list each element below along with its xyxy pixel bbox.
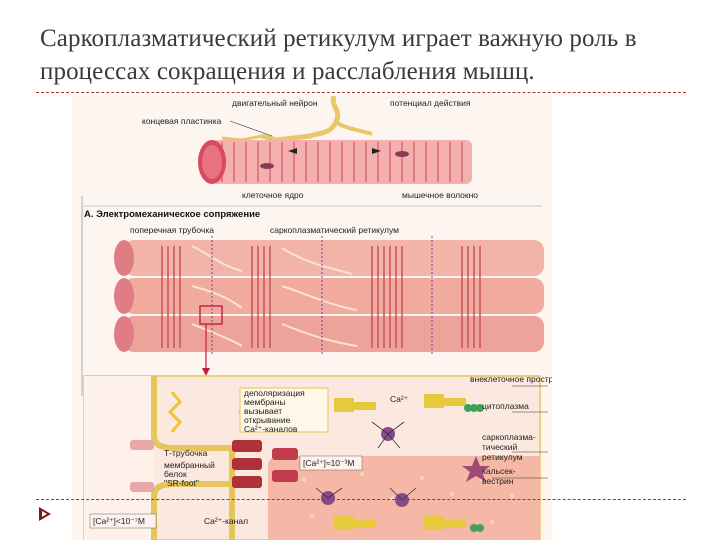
svg-text:белок: белок [164, 469, 187, 479]
svg-text:мембраны: мембраны [244, 397, 285, 407]
label-cell-nucleus: клеточное ядро [242, 190, 304, 200]
svg-text:ретикулум: ретикулум [482, 452, 523, 462]
svg-text:деполяризация: деполяризация [244, 388, 305, 398]
section-title: А. Электромеханическое сопряжение [84, 209, 260, 220]
svg-text:Ca²⁺-каналов: Ca²⁺-каналов [244, 424, 298, 434]
myofibril-bundle [114, 236, 544, 376]
label-end-plate: концевая пластинка [142, 116, 222, 126]
label-muscle-fiber: мышечное волокно [402, 190, 478, 200]
label-transverse-tubule: поперечная трубочка [130, 225, 214, 235]
svg-text:вызывает: вызывает [244, 406, 282, 416]
label-membrane-protein: мембранный белок "SR-foot" [164, 460, 215, 488]
label-extracellular: внеклеточное пространство [470, 374, 552, 384]
svg-text:тический: тический [482, 442, 518, 452]
label-cytoplasm: цитоплазма [482, 401, 529, 411]
label-ca-conc-high: [Ca²⁺]≈10⁻³М [303, 458, 354, 468]
muscle-fiber-overview [198, 96, 472, 184]
muscle-diagram: двигательный нейрон потенциал действия к… [72, 96, 552, 540]
label-t-tubule: Т-трубочка [164, 448, 208, 458]
slide-title: Саркоплазматический ретикулум играет важ… [40, 25, 637, 85]
label-depolarization: деполяризация мембраны вызывает открыван… [244, 388, 305, 434]
svg-text:"SR-foot": "SR-foot" [164, 478, 199, 488]
svg-text:открывание: открывание [244, 415, 291, 425]
bullet-icon [39, 507, 51, 521]
svg-text:кальсек-: кальсек- [482, 466, 516, 476]
label-calsequestrin: кальсек- вестрин [482, 466, 516, 486]
label-ca-channel: Ca²⁺-канал [204, 516, 248, 526]
footer-divider [36, 499, 686, 500]
svg-text:мембранный: мембранный [164, 460, 215, 470]
label-action-potential: потенциал действия [390, 98, 471, 108]
label-ca-ion: Ca²⁺ [390, 394, 409, 404]
label-motor-neuron: двигательный нейрон [232, 98, 318, 108]
label-ca-conc-low: [Ca²⁺]<10⁻⁷М [93, 516, 145, 526]
label-sarcoplasmic-reticulum: саркоплазматический ретикулум [270, 225, 399, 235]
svg-text:саркоплазма-: саркоплазма- [482, 432, 536, 442]
label-sr: саркоплазма- тический ретикулум [482, 432, 536, 462]
svg-text:вестрин: вестрин [482, 476, 514, 486]
title-divider [36, 92, 686, 93]
